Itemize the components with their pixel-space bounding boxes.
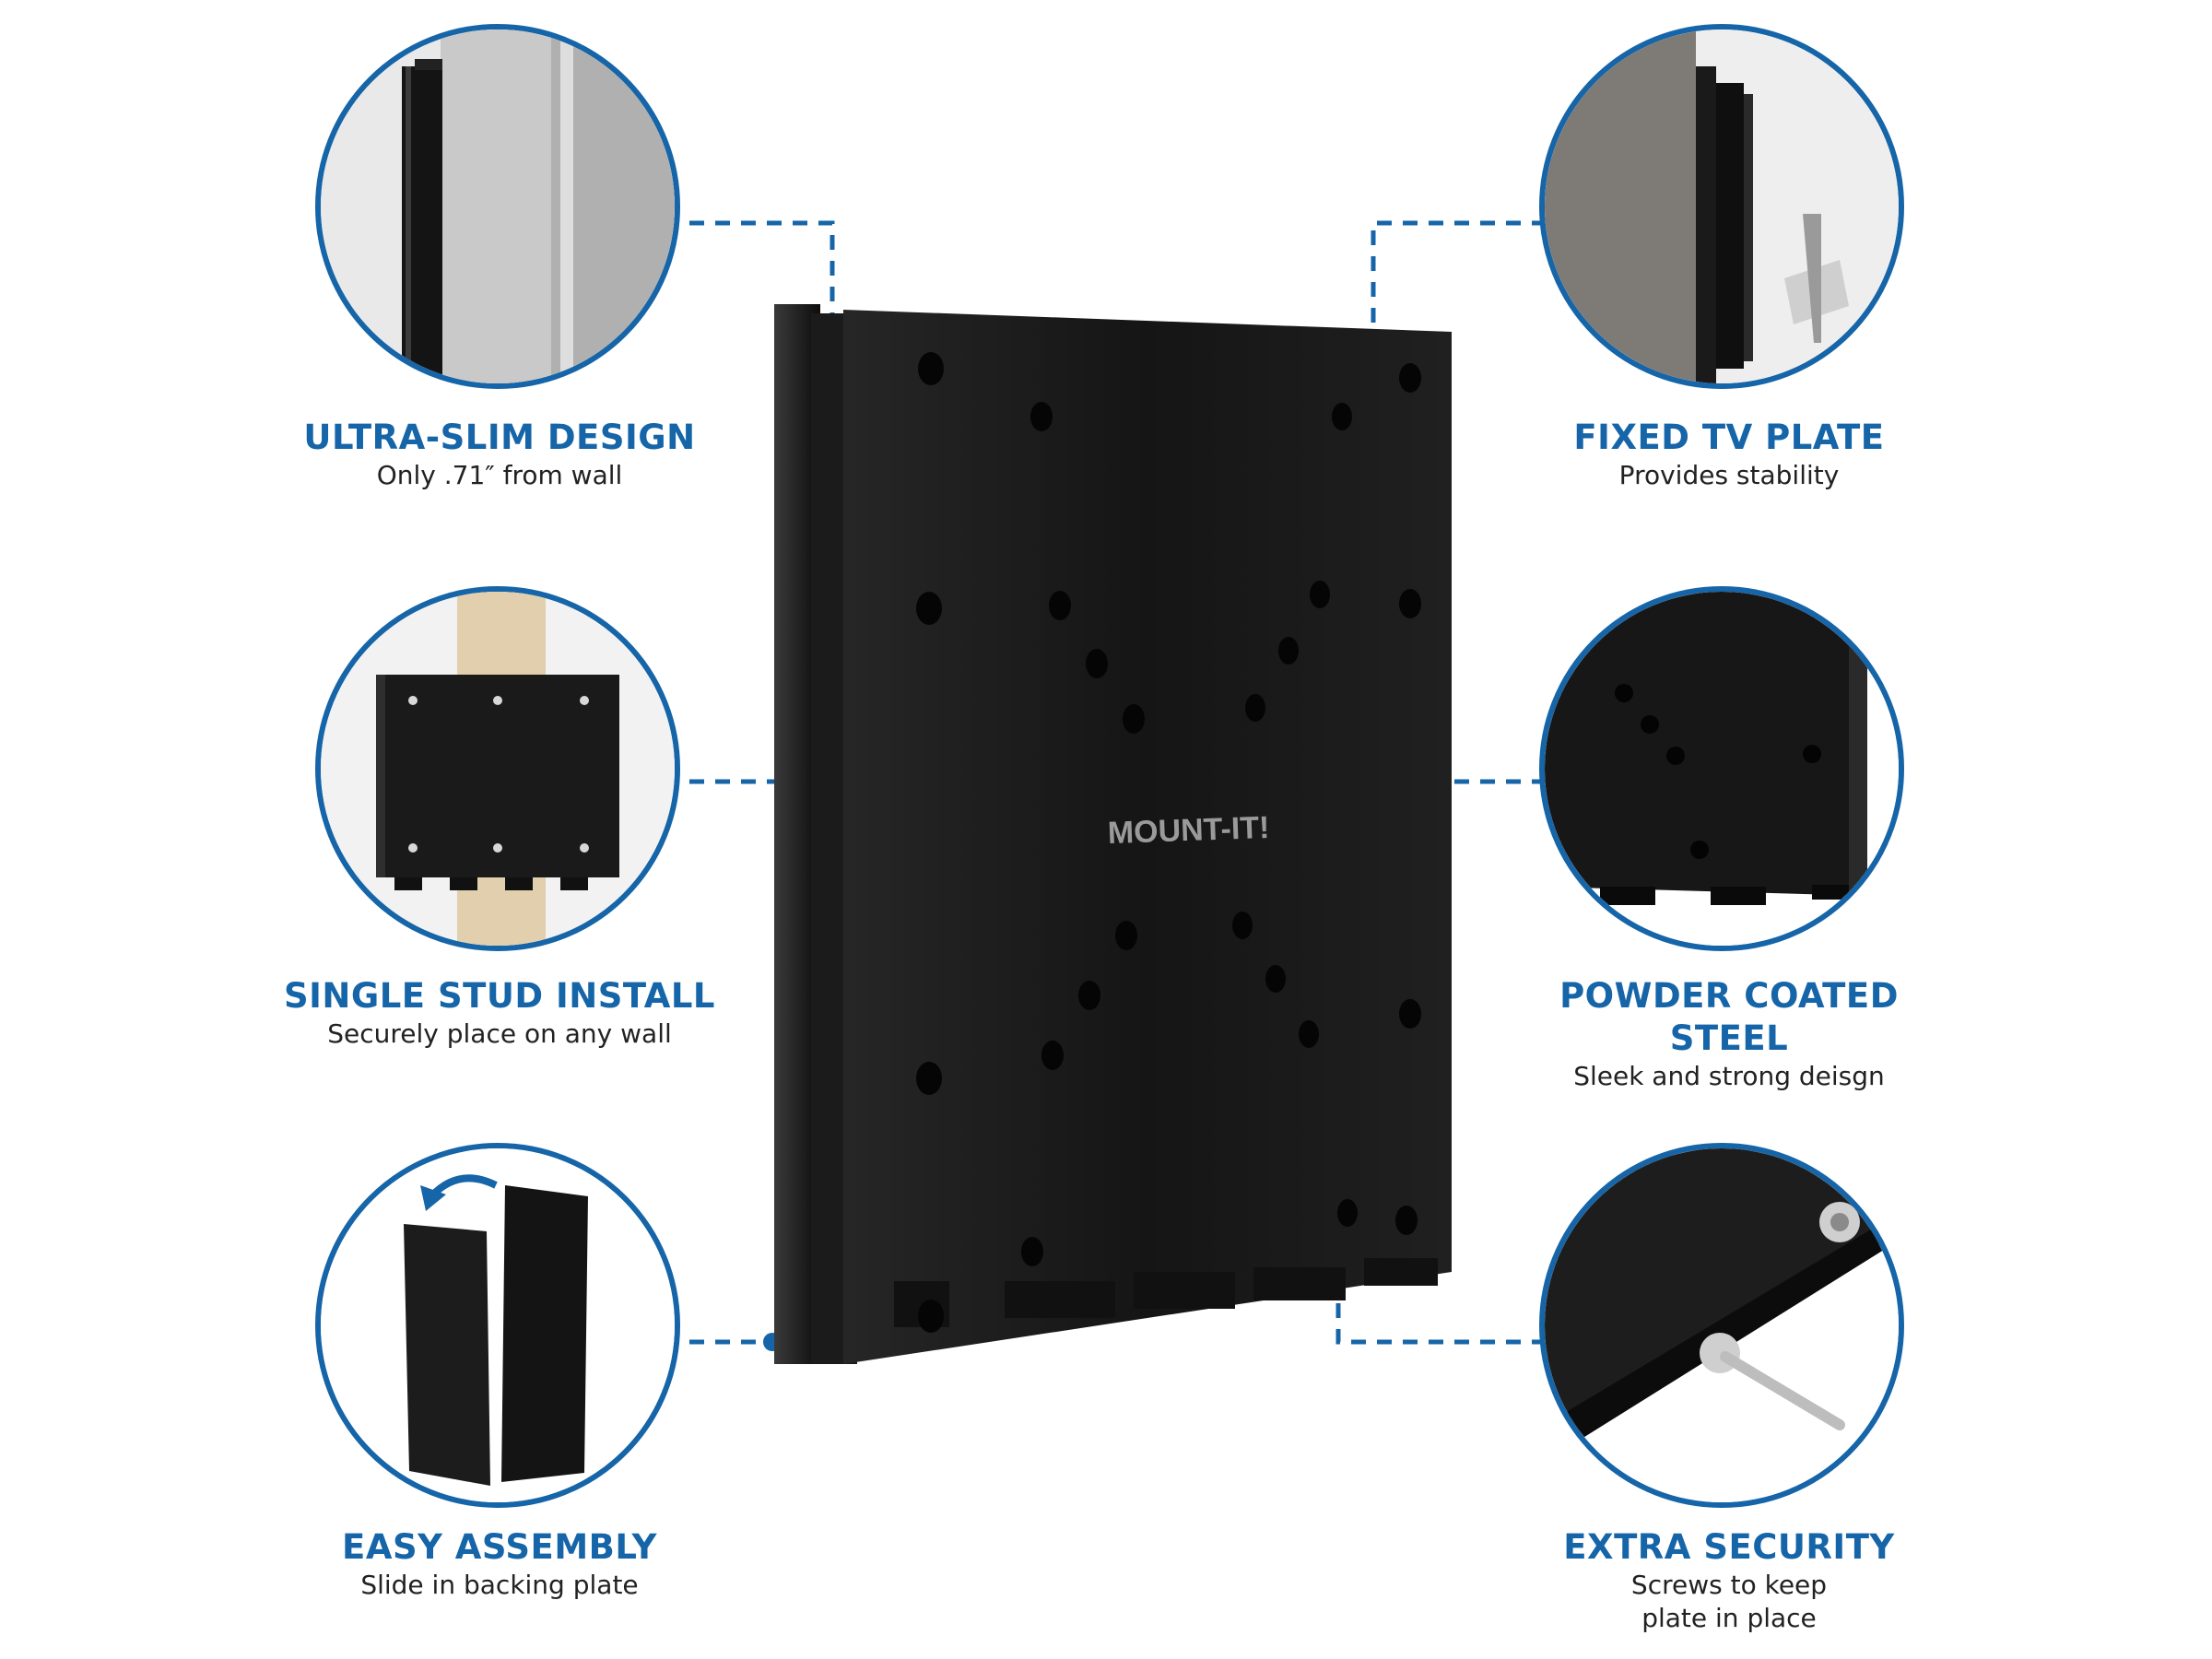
- vesa-holes: [916, 352, 1421, 1333]
- feature-subtitle: Slide in backing plate: [360, 1570, 639, 1600]
- feature-title: EXTRA SECURITY: [1563, 1527, 1895, 1567]
- image-ultra-slim: [315, 24, 680, 389]
- feature-single-stud: SINGLE STUD INSTALL Securely place on an…: [241, 975, 758, 1051]
- feature-subtitle: Sleek and strong deisgn: [1573, 1061, 1885, 1091]
- feature-extra-security: EXTRA SECURITY Screws to keep plate in p…: [1471, 1526, 1987, 1635]
- feature-fixed-plate: FIXED TV PLATE Provides stability: [1471, 417, 1987, 492]
- feature-ultra-slim: ULTRA-SLIM DESIGN Only .71″ from wall: [241, 417, 758, 492]
- leader-extra-security: [1335, 1277, 1547, 1345]
- feature-title: ULTRA-SLIM DESIGN: [303, 418, 696, 457]
- screwdriver-icon: [1720, 1351, 1845, 1430]
- feature-title-line1: POWDER COATED: [1559, 976, 1899, 1016]
- slide-arrow-icon: [429, 1174, 498, 1199]
- bottom-tabs: [894, 1258, 1438, 1327]
- feature-subtitle-line1: Screws to keep: [1630, 1570, 1828, 1600]
- feature-subtitle: Only .71″ from wall: [376, 460, 623, 490]
- brand-logo: MOUNT-IT!: [1107, 810, 1270, 851]
- feature-title: SINGLE STUD INSTALL: [283, 976, 716, 1016]
- rear-flange: [774, 304, 820, 1364]
- image-extra-security: [1539, 1143, 1904, 1508]
- feature-powder-coated: POWDER COATED STEEL Sleek and strong dei…: [1471, 975, 1987, 1093]
- image-single-stud: [315, 586, 680, 951]
- image-powder-coated: [1539, 586, 1904, 951]
- wall-mount-plate: MOUNT-IT!: [774, 304, 1452, 1364]
- feature-subtitle-line2: plate in place: [1641, 1603, 1817, 1633]
- feature-subtitle: Provides stability: [1618, 460, 1840, 490]
- feature-title-line2: STEEL: [1669, 1018, 1789, 1058]
- feature-title: EASY ASSEMBLY: [342, 1527, 657, 1567]
- feature-easy-assembly: EASY ASSEMBLY Slide in backing plate: [241, 1526, 758, 1602]
- image-easy-assembly: [315, 1143, 680, 1508]
- image-fixed-plate: [1539, 24, 1904, 389]
- feature-subtitle: Securely place on any wall: [327, 1018, 672, 1049]
- feature-title: FIXED TV PLATE: [1573, 418, 1885, 457]
- front-plate: [843, 310, 1452, 1364]
